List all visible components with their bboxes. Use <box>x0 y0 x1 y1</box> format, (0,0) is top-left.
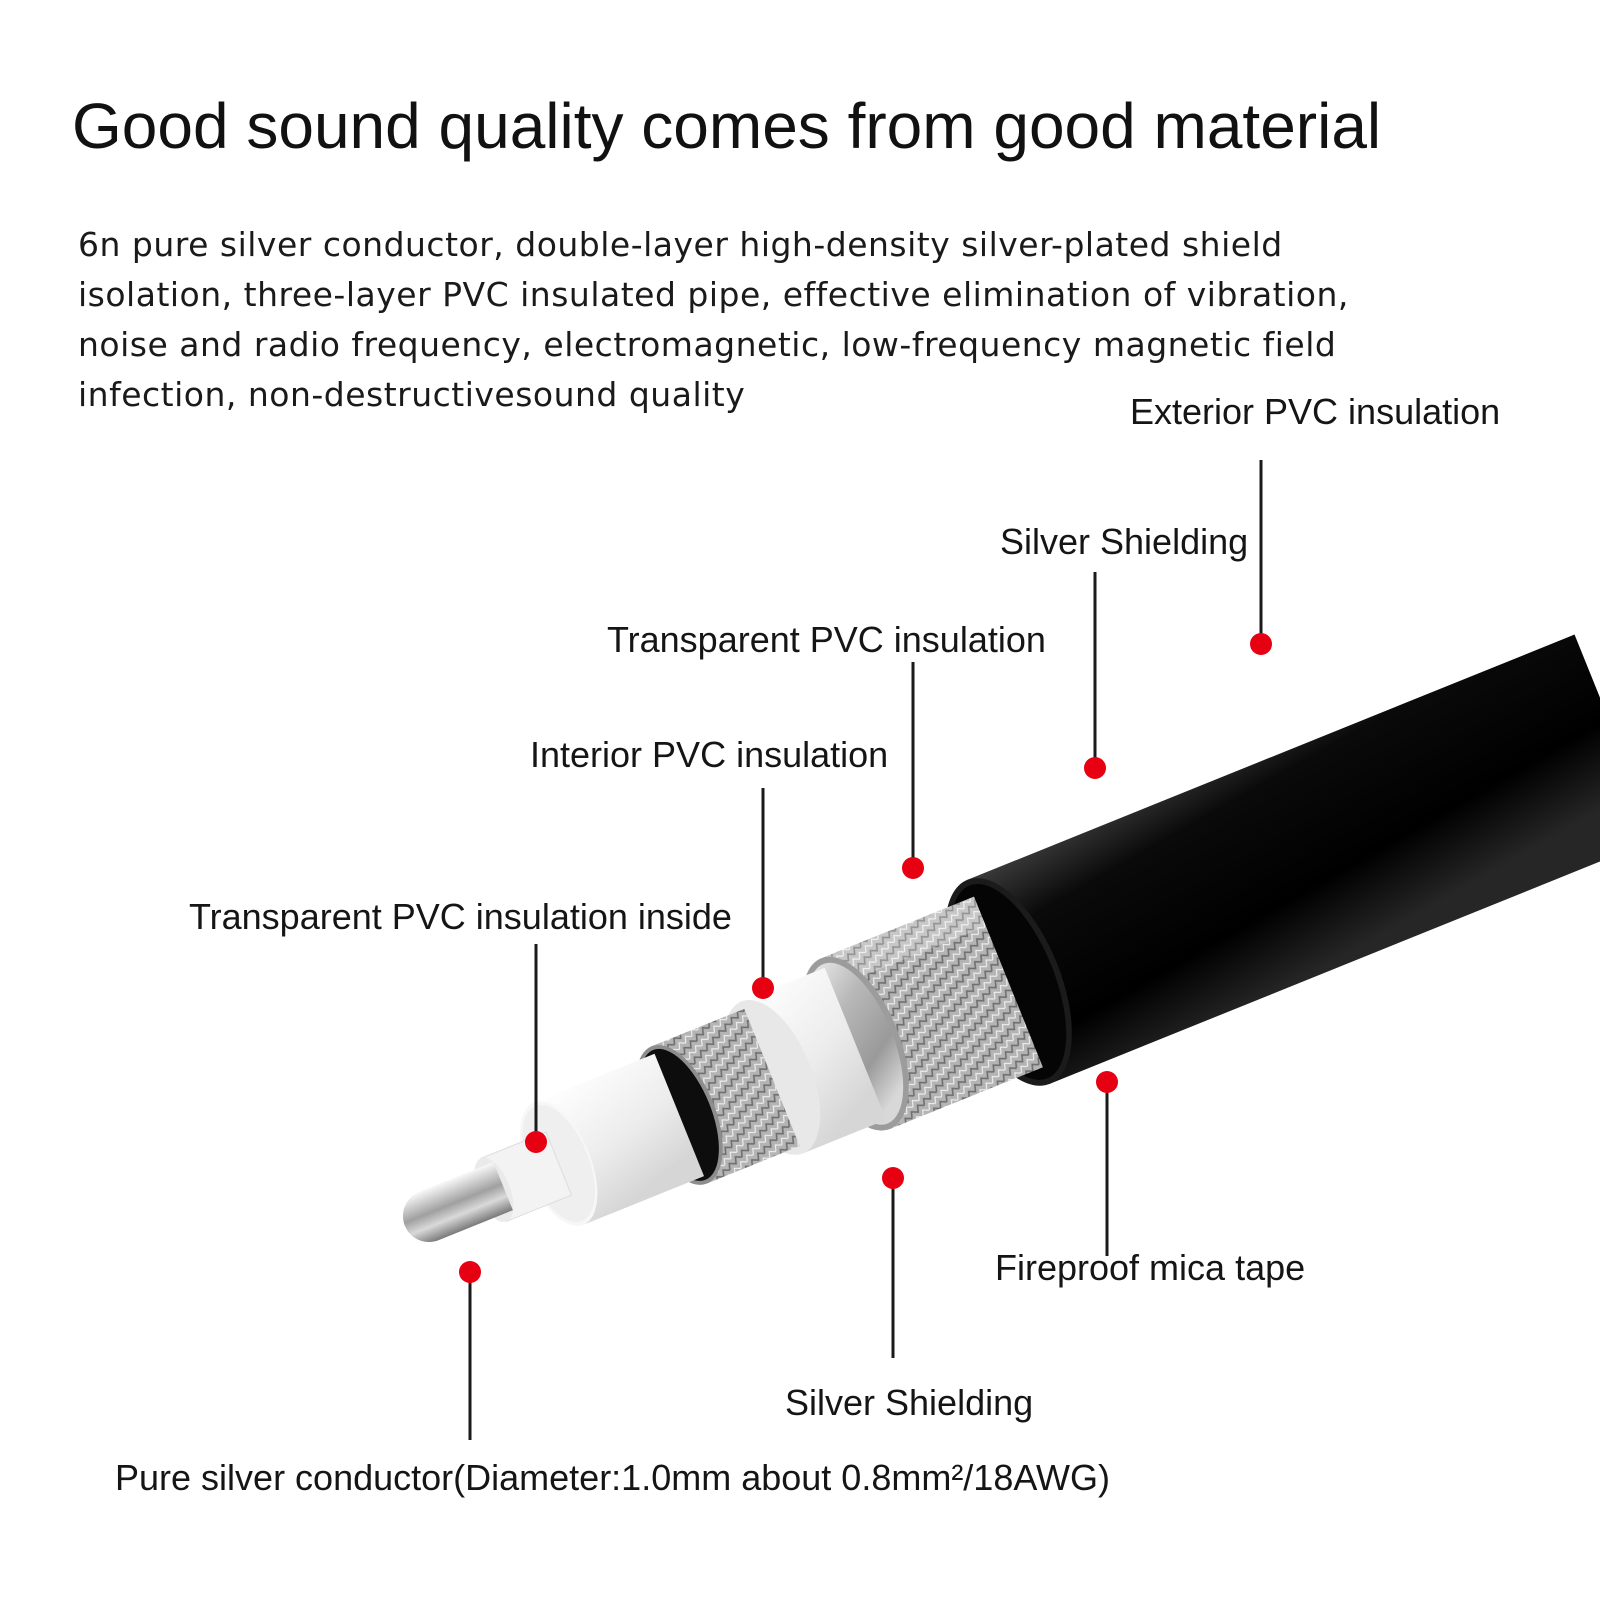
description-line-2: isolation, three-layer PVC insulated pip… <box>78 275 1349 314</box>
description-line-3: noise and radio frequency, electromagnet… <box>78 325 1337 364</box>
marker-exterior <box>1250 633 1272 655</box>
marker-conductor <box>459 1261 481 1283</box>
silver-conductor <box>403 1161 513 1242</box>
marker-silver-outer <box>1084 757 1106 779</box>
marker-transparent-inside <box>525 1131 547 1153</box>
label-fireproof-mica: Fireproof mica tape <box>995 1247 1306 1288</box>
label-conductor: Pure silver conductor(Diameter:1.0mm abo… <box>115 1457 1110 1498</box>
label-silver-shielding-outer: Silver Shielding <box>1000 521 1249 562</box>
label-transparent-pvc-inside: Transparent PVC insulation inside <box>189 896 732 937</box>
description-line-4: infection, non-destructivesound quality <box>78 375 746 414</box>
markers <box>459 633 1272 1283</box>
leader-lines <box>468 460 1263 1440</box>
page-title: Good sound quality comes from good mater… <box>72 90 1382 162</box>
exterior-jacket <box>967 634 1600 1084</box>
label-interior-pvc: Interior PVC insulation <box>530 734 889 775</box>
inner-braid <box>651 1008 800 1184</box>
label-transparent-pvc: Transparent PVC insulation <box>607 619 1046 660</box>
label-exterior-pvc: Exterior PVC insulation <box>1130 391 1501 432</box>
description: 6n pure silver conductor, double-layer h… <box>78 220 1498 420</box>
marker-fireproof <box>1096 1071 1118 1093</box>
cable-layers <box>403 634 1600 1242</box>
marker-transparent <box>902 857 924 879</box>
marker-interior <box>752 977 774 999</box>
label-silver-shielding-inner: Silver Shielding <box>785 1382 1034 1423</box>
description-line-1: 6n pure silver conductor, double-layer h… <box>78 225 1283 264</box>
marker-silver-inner <box>882 1167 904 1189</box>
